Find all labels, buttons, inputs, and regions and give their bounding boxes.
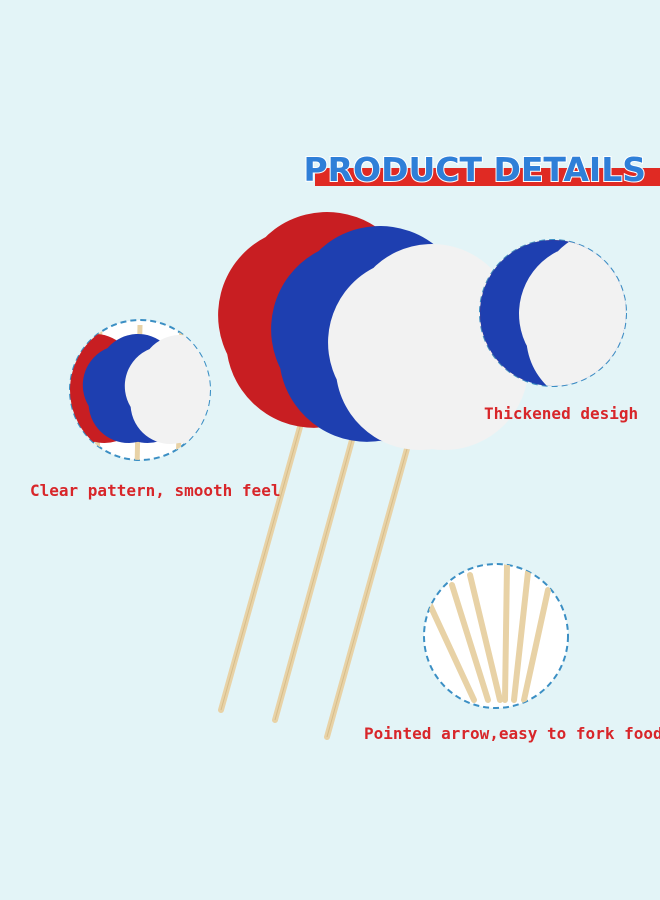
detail-circle-left: [69, 319, 211, 461]
white-star-icon: [165, 375, 195, 404]
product-details-header: PRODUCT DETAILS: [302, 149, 660, 190]
header-title: PRODUCT DETAILS: [302, 149, 647, 190]
skewer-tip: [502, 564, 510, 703]
detail-circle-right-bottom: [423, 563, 569, 709]
header-accent-bar: [315, 168, 660, 186]
white-star-icon: [589, 300, 627, 336]
white-star-icon: [412, 328, 452, 366]
skewer-tip: [467, 572, 503, 703]
skewer-tip: [521, 587, 551, 703]
caption-pointed-arrow: Pointed arrow,easy to fork food: [364, 724, 660, 743]
bg-star-icon: [0, 720, 48, 792]
skewer-tip: [449, 582, 491, 703]
caption-thickened-design: Thickened desigh: [484, 404, 639, 423]
skewer-tip: [511, 569, 531, 703]
skewer-tip: [427, 602, 477, 703]
background-stars: [0, 108, 653, 792]
caption-clear-pattern: Clear pattern, smooth feel: [30, 481, 281, 500]
main-skewers: [218, 248, 455, 740]
